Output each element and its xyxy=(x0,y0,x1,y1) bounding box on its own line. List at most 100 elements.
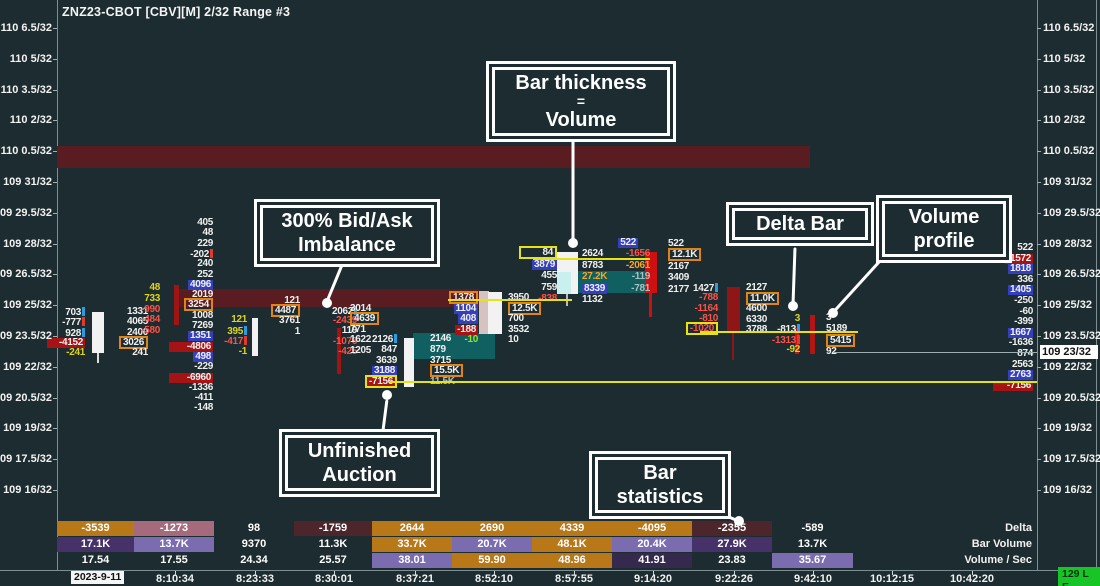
stat-cell: 17.55 xyxy=(160,554,188,566)
footprint-cell: 522 xyxy=(668,238,684,249)
time-tick xyxy=(334,571,335,575)
footprint-cell: -202 xyxy=(190,248,213,260)
footprint-cell: -1572 xyxy=(1004,252,1033,264)
footprint-cell: -250 xyxy=(1014,295,1033,306)
time-label: 10:12:15 xyxy=(869,573,915,585)
unfinished-auction-line xyxy=(390,381,1037,383)
price-tick xyxy=(53,490,57,491)
price-label: 109 23.5/32 xyxy=(0,330,52,342)
stat-row-label: Delta xyxy=(1005,522,1032,534)
footprint-cell: 2563 xyxy=(1011,358,1033,370)
stat-cell: 9370 xyxy=(241,538,267,550)
price-tick xyxy=(53,366,57,368)
price-tick xyxy=(53,58,57,60)
candle-down xyxy=(810,315,815,354)
time-label: 8:52:10 xyxy=(475,573,513,585)
footprint-cell: 3254 xyxy=(183,298,213,312)
footprint-cell: -2061 xyxy=(625,259,650,271)
footprint-cell: 3 xyxy=(794,313,801,324)
footprint-cell: 3715 xyxy=(430,354,452,366)
candle-up xyxy=(488,292,502,334)
price-label: 109 29.5/32 xyxy=(1043,206,1100,219)
footprint-cell: -4806 xyxy=(169,341,213,352)
footprint-cell: -411 xyxy=(194,392,214,404)
callout-text: Imbalance xyxy=(298,234,396,256)
footprint-cell: 3014 xyxy=(350,303,372,314)
stat-cell: 27.9K xyxy=(692,537,772,552)
imbalance-tick xyxy=(797,334,800,344)
time-tick xyxy=(892,571,893,575)
footprint-cell: 3 xyxy=(826,312,832,323)
footprint-cell: -1 xyxy=(238,345,248,357)
price-tick xyxy=(1037,428,1041,430)
footprint-cell: 3879 xyxy=(531,258,557,270)
price-tick xyxy=(1037,397,1041,399)
price-label: 109 17.5/32 xyxy=(0,453,52,466)
price-tick xyxy=(1037,305,1041,307)
footprint-cell: -810 xyxy=(699,312,718,324)
footprint-cell: -1164 xyxy=(694,302,718,314)
stat-cell: -589 xyxy=(801,522,824,534)
chart-left-border xyxy=(57,0,58,570)
stat-cell: 4339 xyxy=(532,521,612,536)
candle-down xyxy=(645,252,657,293)
footprint-cell: 241 xyxy=(132,347,148,359)
annotation-dot xyxy=(828,308,838,318)
candle-wick xyxy=(97,350,99,363)
imbalance-band xyxy=(57,146,810,168)
price-label: 110 2/32 xyxy=(9,114,52,127)
volume-block xyxy=(413,333,495,359)
price-label: 109 31/32 xyxy=(3,176,52,188)
footprint-cell: 455 xyxy=(541,270,557,281)
footprint-cell: 2062 xyxy=(332,306,357,317)
footprint-cell: 3532 xyxy=(508,323,530,335)
price-tick xyxy=(1037,212,1041,214)
candle-wick xyxy=(649,293,652,317)
footprint-cell: 119 xyxy=(341,325,358,337)
price-label: 109 25/32 xyxy=(1043,299,1092,312)
price-tick xyxy=(1037,182,1041,183)
time-tick xyxy=(813,571,814,575)
footprint-cell: -788 xyxy=(699,292,718,304)
footprint-cell: 847 xyxy=(381,343,397,355)
callout-delta-bar-inner: Delta Bar xyxy=(732,208,868,240)
footprint-cell: 2127 xyxy=(746,282,768,293)
imbalance-line xyxy=(448,299,572,301)
footprint-cell: -4152 xyxy=(47,337,85,348)
price-tick xyxy=(53,397,57,399)
timeline-separator xyxy=(0,570,1100,571)
footprint-cell: 4065 xyxy=(126,316,148,328)
price-label: 109 20.5/32 xyxy=(0,391,52,404)
footprint-cell: 3639 xyxy=(375,354,397,366)
footprint-cell: 874 xyxy=(1017,348,1033,359)
footprint-cell: 7269 xyxy=(191,320,213,331)
time-tick xyxy=(734,571,735,575)
footprint-cell: 498 xyxy=(193,350,213,362)
footprint-cell: -417 xyxy=(224,336,247,347)
footprint-cell: 2177 xyxy=(668,283,690,295)
price-tick xyxy=(1037,58,1041,60)
footprint-cell: 2019 xyxy=(191,289,213,301)
session-date-box: 2023-9-11 xyxy=(71,571,125,584)
price-tick xyxy=(53,182,57,183)
callout-text: Volume xyxy=(545,109,617,131)
price-tick xyxy=(1037,459,1041,461)
imbalance-tick xyxy=(82,327,85,337)
price-tick xyxy=(53,89,57,91)
price-label: 110 6.5/32 xyxy=(0,22,52,34)
footprint-cell: 10 xyxy=(508,334,519,346)
time-label: 8:30:01 xyxy=(315,573,353,585)
callout-delta-bar: Delta Bar xyxy=(726,202,874,246)
last-price-label: 109 23/32 xyxy=(1040,345,1098,359)
footprint-cell: 928 xyxy=(65,327,85,339)
stat-cell: 20.7K xyxy=(452,537,532,552)
price-tick xyxy=(53,243,57,245)
session-counter-badge: 129 L E xyxy=(1058,567,1100,586)
price-tick xyxy=(1037,28,1041,29)
